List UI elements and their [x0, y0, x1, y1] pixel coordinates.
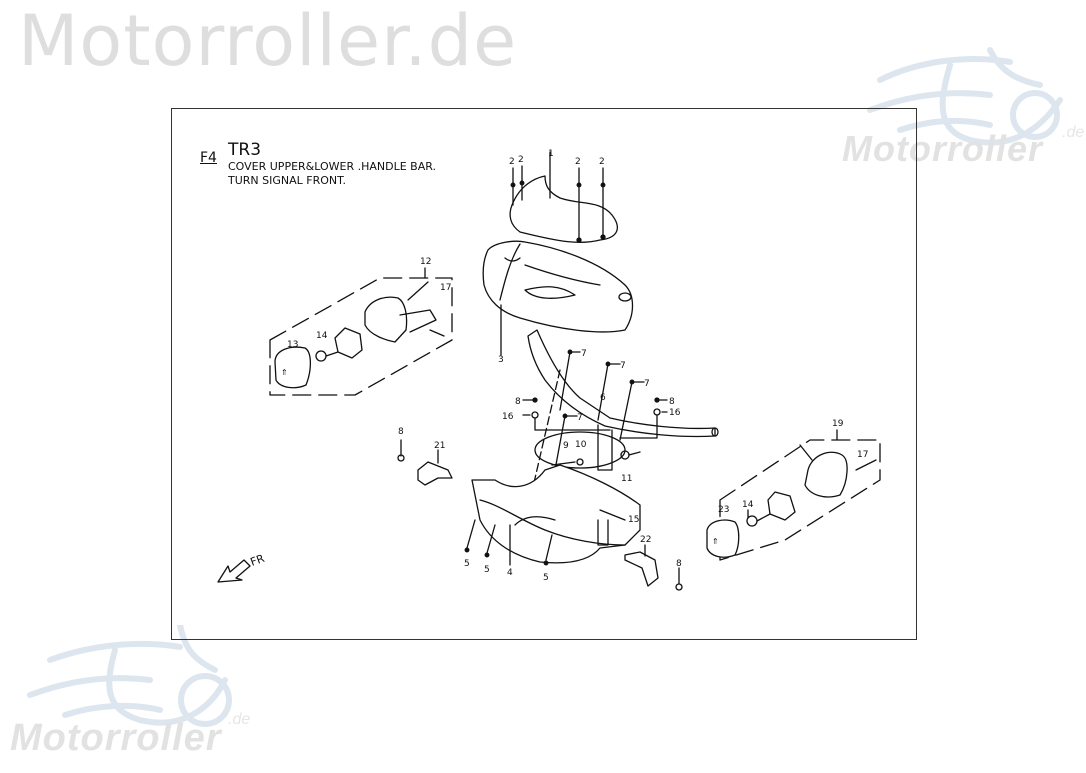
label-1: 1 — [548, 149, 554, 159]
watermark-logo-brand: Motorroller — [842, 128, 1044, 169]
label-2: 2 — [599, 157, 605, 167]
label-21: 21 — [434, 441, 445, 451]
part-7-screws — [529, 349, 645, 501]
label-5: 5 — [464, 559, 470, 569]
part-8-16-fasteners — [522, 397, 668, 439]
label-7: 7 — [644, 379, 650, 389]
label-9: 9 — [563, 441, 569, 451]
turn-signal-right-group[interactable]: ⇑ — [706, 429, 881, 561]
watermark-top-text: Motorroller.de — [18, 0, 518, 82]
label-2: 2 — [575, 157, 581, 167]
label-7: 7 — [581, 349, 587, 359]
svg-text:⇑: ⇑ — [712, 537, 719, 546]
svg-text:⇑: ⇑ — [281, 368, 288, 377]
label-6: 6 — [600, 393, 606, 403]
part-5-screws — [464, 519, 553, 566]
diagram-frame — [171, 108, 917, 640]
part-22-bracket[interactable] — [624, 544, 683, 591]
label-11: 11 — [621, 474, 632, 484]
watermark-logo-brand: Motorroller — [10, 717, 222, 759]
front-direction-arrow-icon — [217, 559, 251, 583]
watermark-logo-top-right: Motorroller .de — [840, 40, 1086, 180]
label-22: 22 — [640, 535, 651, 545]
part-3-upper-cover[interactable] — [482, 240, 634, 356]
watermark-logo-tld: .de — [228, 711, 251, 728]
part-4-lower-cover[interactable] — [471, 464, 641, 566]
label-7: 7 — [577, 413, 583, 423]
diagram-title-line1: COVER UPPER&LOWER .HANDLE BAR. — [228, 160, 436, 173]
label-19: 19 — [832, 419, 844, 429]
label-2: 2 — [509, 157, 515, 167]
diagram-title-line2: TURN SIGNAL FRONT. — [228, 174, 347, 187]
label-23: 23 — [718, 505, 729, 515]
label-3: 3 — [498, 355, 504, 365]
part-ring-9-10-11 — [534, 431, 641, 469]
label-13: 13 — [287, 340, 298, 350]
label-17: 17 — [440, 283, 451, 293]
label-4: 4 — [507, 568, 513, 578]
label-8: 8 — [398, 427, 404, 437]
part-1-visor[interactable] — [509, 175, 618, 244]
label-8: 8 — [676, 559, 682, 569]
group-code: TR3 — [228, 140, 262, 160]
label-14: 14 — [316, 331, 328, 341]
scooter-logo-icon — [27, 622, 232, 727]
label-10: 10 — [575, 440, 587, 450]
part-2-screws — [510, 151, 606, 243]
section-code: F4 — [200, 150, 217, 166]
label-12: 12 — [420, 257, 431, 267]
label-8: 8 — [515, 397, 521, 407]
label-14: 14 — [742, 500, 754, 510]
watermark-logo-bottom-left: Motorroller .de — [10, 622, 260, 768]
front-direction-label: FR — [249, 552, 267, 569]
label-8: 8 — [669, 397, 675, 407]
label-15: 15 — [628, 515, 639, 525]
label-16: 16 — [669, 408, 681, 418]
label-16: 16 — [502, 412, 514, 422]
label-5: 5 — [543, 573, 549, 583]
part-21-bracket[interactable] — [397, 439, 453, 486]
part-6-handle-bar[interactable] — [527, 329, 719, 471]
scooter-logo-icon — [867, 47, 1063, 146]
turn-signal-left-group[interactable]: ⇑ — [269, 267, 453, 396]
label-2: 2 — [518, 155, 524, 165]
label-7: 7 — [620, 361, 626, 371]
label-5: 5 — [484, 565, 490, 575]
watermark-logo-tld: .de — [1062, 124, 1085, 141]
label-17: 17 — [857, 450, 868, 460]
